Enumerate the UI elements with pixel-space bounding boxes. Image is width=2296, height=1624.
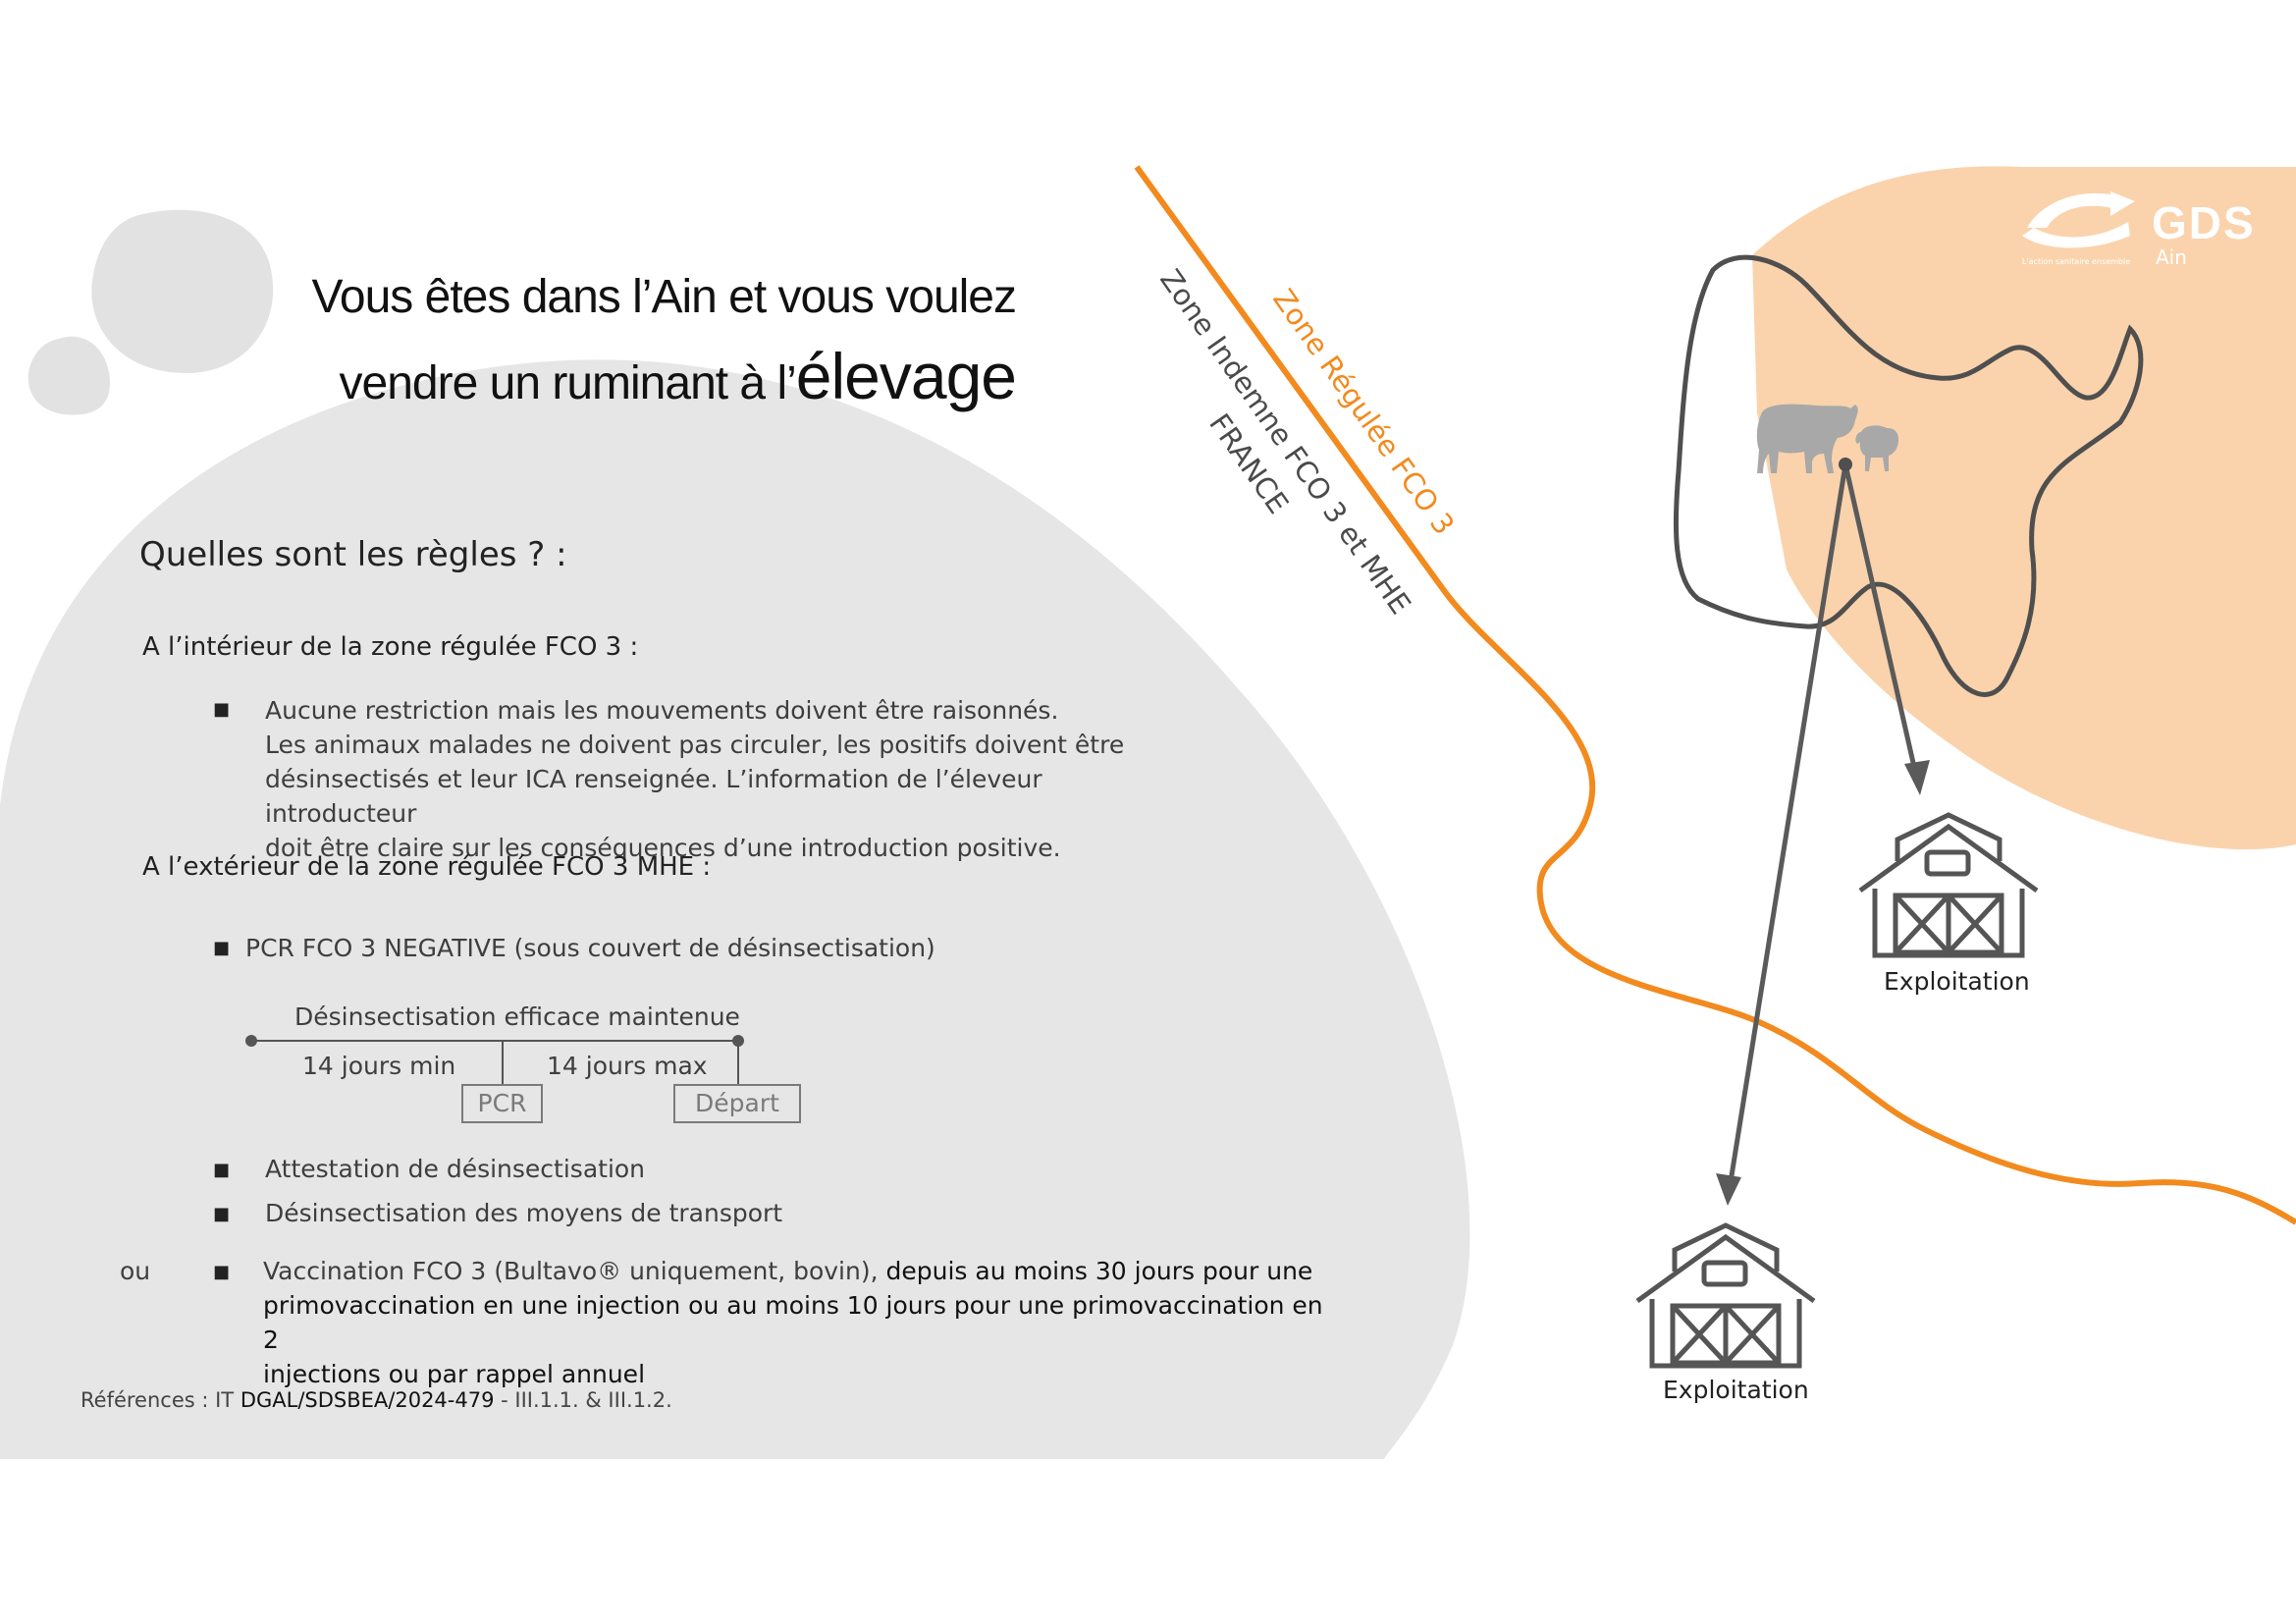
timeline-graphic	[245, 1035, 744, 1084]
transport-bullet-text: Désinsectisation des moyens de transport	[265, 1199, 783, 1227]
outside-zone-heading: A l’extérieur de la zone régulée FCO 3 M…	[142, 852, 712, 882]
farm-label-1: Exploitation	[1884, 967, 2030, 996]
references: Références : IT DGAL/SDSBEA/2024-479 - I…	[80, 1388, 672, 1412]
page-title-line-2: vendre un ruminant à l’élevage	[245, 339, 1017, 413]
bullet-marker: ■	[213, 1160, 231, 1180]
pcr-bullet-text: PCR FCO 3 NEGATIVE (sous couvert de dési…	[245, 934, 935, 962]
timeline-box-pcr: PCR	[461, 1084, 543, 1123]
inside-zone-text: Aucune restriction mais les mouvements d…	[265, 693, 1148, 865]
timeline-right-span: 14 jours max	[547, 1052, 708, 1080]
rules-question: Quelles sont les règles ? :	[139, 535, 567, 574]
cow-icon	[1756, 404, 1858, 473]
gds-logo-tagline: L'action sanitaire ensemble	[2022, 257, 2131, 266]
gds-logo-swoosh	[2022, 191, 2135, 248]
ain-department-outline	[1673, 254, 2144, 697]
title-emphasis: élevage	[795, 340, 1017, 412]
bullet-marker: ■	[213, 1204, 231, 1224]
grey-background-blob	[0, 359, 1470, 1459]
arrow-head-left	[1716, 1173, 1741, 1206]
peach-zone-area	[1752, 166, 2296, 850]
gds-logo-name: GDS	[2152, 197, 2256, 248]
sheep-icon	[1855, 425, 1898, 471]
zone-border-line	[1134, 165, 2296, 1225]
inside-line-1: Aucune restriction mais les mouvements d…	[265, 696, 1059, 725]
inside-line-4: doit être claire sur les conséquences d’…	[265, 834, 1061, 862]
farm-label-2: Exploitation	[1663, 1376, 1809, 1404]
vaccination-line-1: Vaccination FCO 3 (Bultavo® uniquement, …	[263, 1257, 1313, 1285]
page-title-line-1: Vous êtes dans l’Ain et vous voulez	[311, 271, 1017, 323]
attestation-bullet-text: Attestation de désinsectisation	[265, 1155, 646, 1183]
farm-barn-icon-2	[1635, 1222, 1816, 1369]
title-prefix: vendre un ruminant à l’	[339, 357, 797, 409]
vaccination-line-2: primovaccination en une injection ou au …	[263, 1291, 1323, 1354]
vaccination-text: Vaccination FCO 3 (Bultavo® uniquement, …	[263, 1254, 1343, 1391]
arrow-head-right	[1904, 760, 1930, 795]
bullet-marker: ■	[213, 938, 231, 958]
inside-line-2: Les animaux malades ne doivent pas circu…	[265, 731, 1125, 759]
timeline-box-depart: Départ	[673, 1084, 801, 1123]
gds-logo-region: Ain	[2156, 245, 2187, 269]
inside-zone-heading: A l’intérieur de la zone régulée FCO 3 :	[142, 632, 639, 662]
movement-arrows	[1727, 463, 1919, 1189]
farm-barn-icon-1	[1858, 812, 2039, 958]
bullet-marker: ■	[213, 699, 231, 720]
origin-point	[1839, 458, 1852, 471]
bullet-marker: ■	[213, 1262, 231, 1282]
or-label: ou	[120, 1257, 151, 1285]
timeline-label: Désinsectisation efficace maintenue	[294, 1002, 740, 1031]
vaccination-line-3: injections ou par rappel annuel	[263, 1360, 646, 1388]
grey-pebble-small	[27, 336, 110, 415]
inside-line-3: désinsectisés et leur ICA renseignée. L’…	[265, 765, 1042, 828]
timeline-left-span: 14 jours min	[302, 1052, 456, 1080]
grey-pebble-large	[91, 209, 274, 373]
